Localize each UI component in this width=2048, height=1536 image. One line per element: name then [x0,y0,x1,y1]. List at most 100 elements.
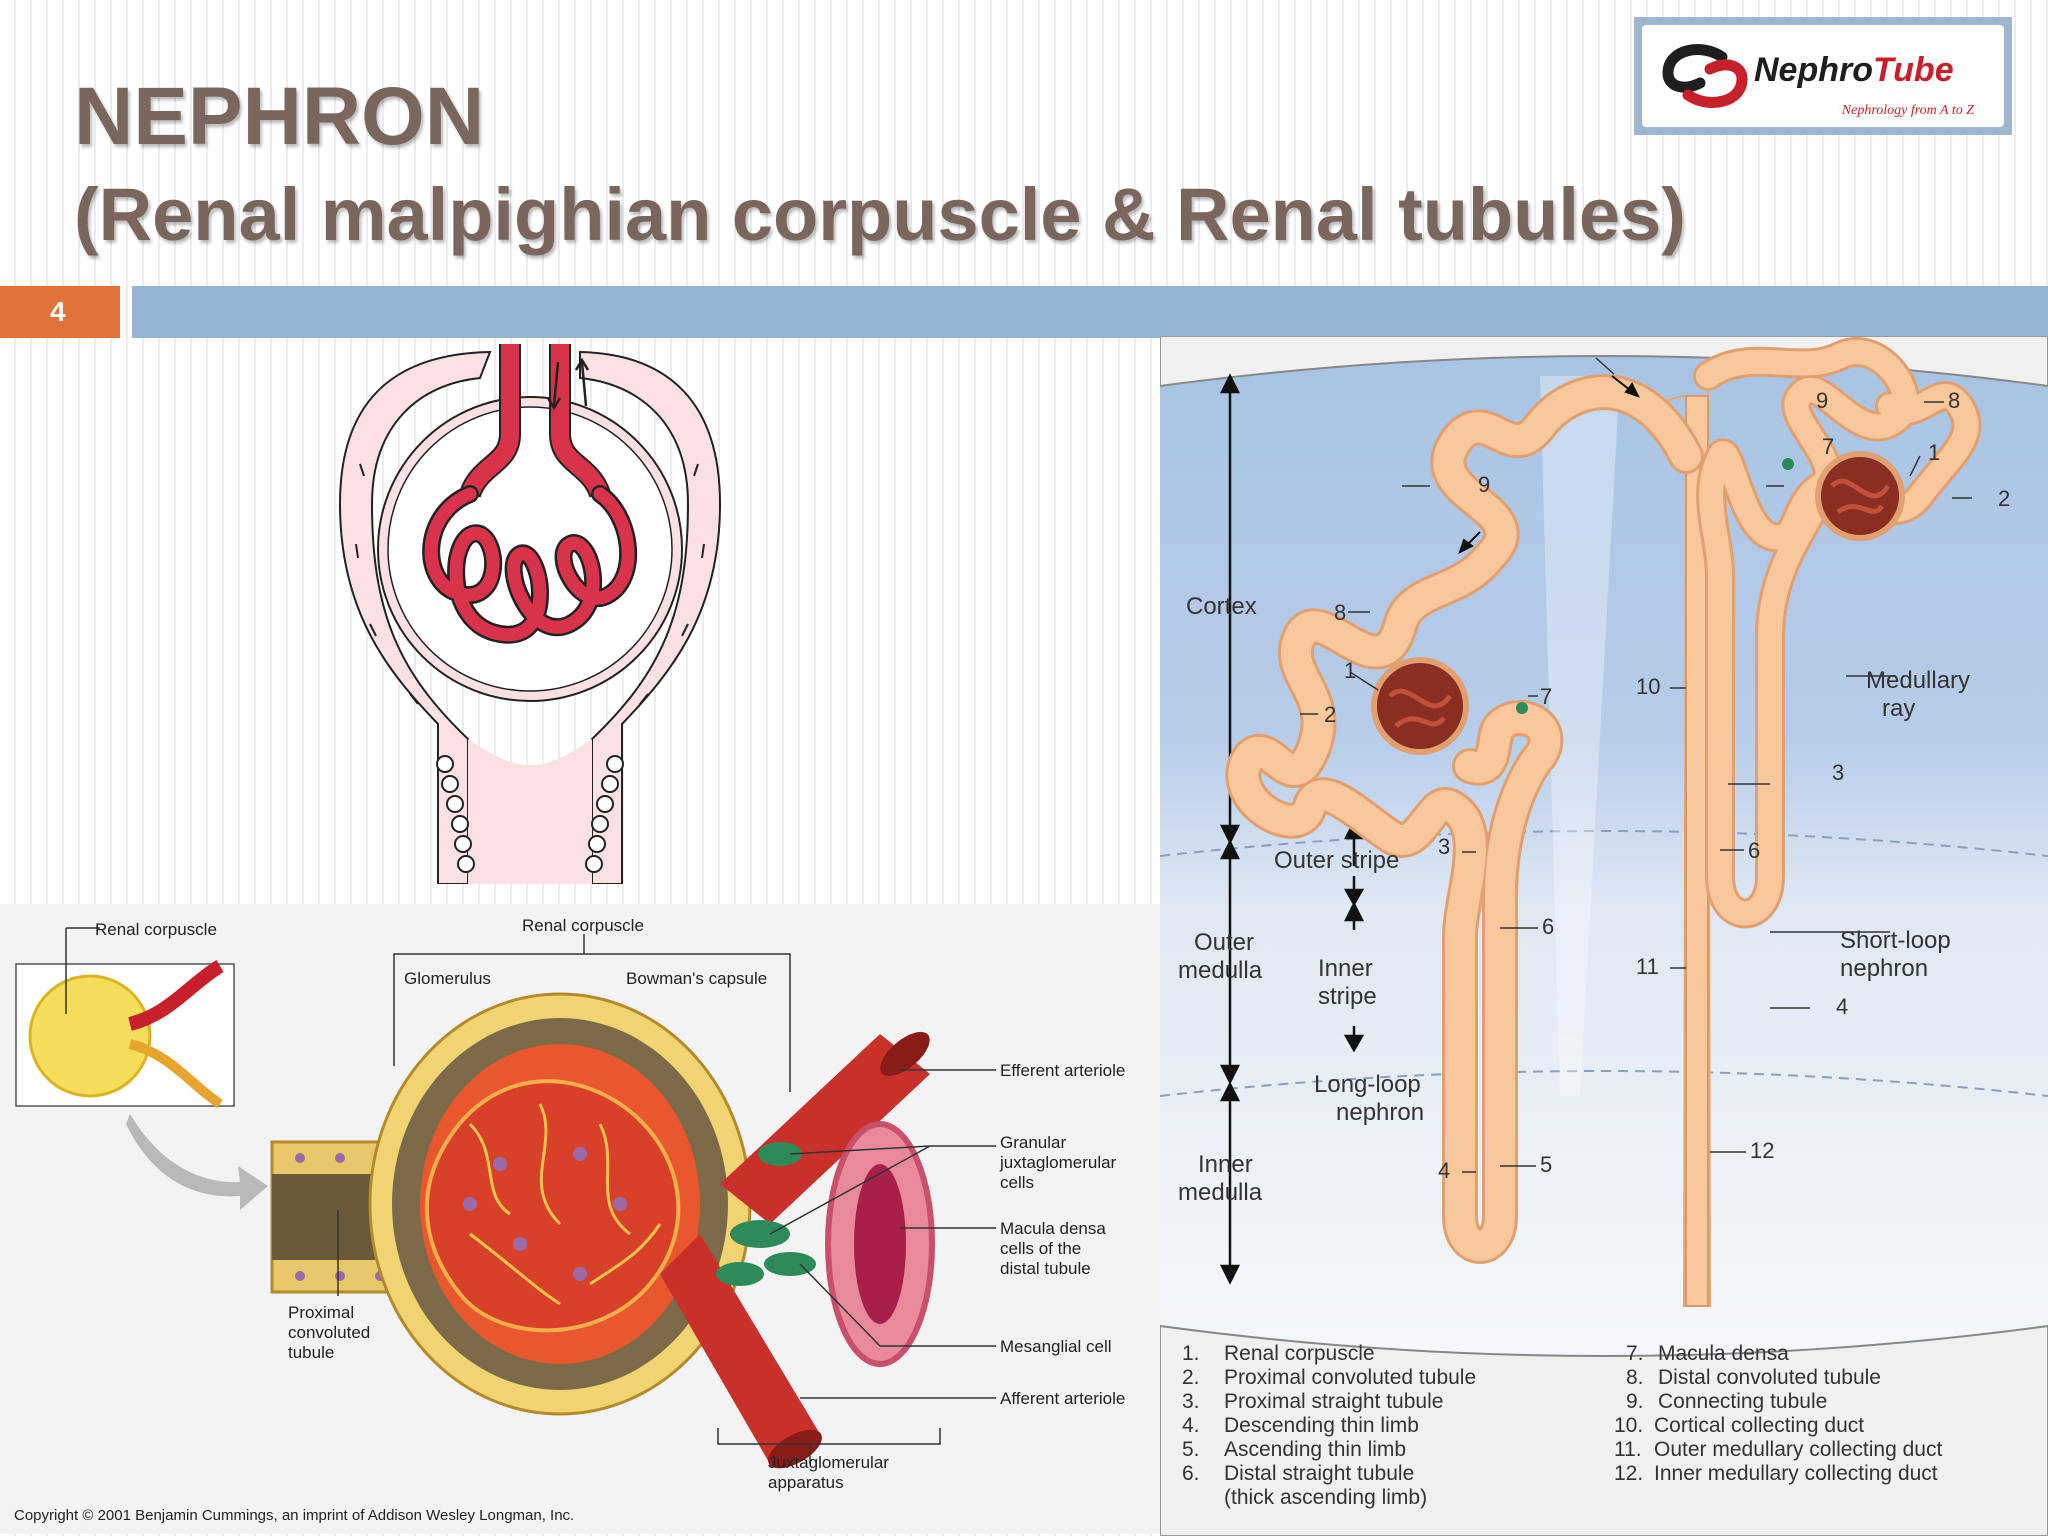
legend-num-10: 10. [1614,1414,1643,1437]
zone-boundary-medulla [1160,1070,2048,1097]
label-macula-3: distal tubule [1000,1259,1091,1278]
long-loop-nephron [1225,374,1704,1264]
flow-arrows-icon [546,357,590,411]
label-macula-2: cells of the [1000,1239,1081,1258]
bowmans-capsule-outline [338,350,492,884]
nephrotube-logo: NephroTube Nephrology from A to Z [1634,17,2012,135]
label-macula-1: Macula densa [1000,1219,1106,1238]
inset-corpuscle [28,974,152,1098]
legend-num-7: 7. [1626,1342,1644,1365]
zone-outer-medulla-1: Outer [1194,929,1254,956]
glomerular-tuft [420,1044,700,1364]
zone-cortex: Cortex [1186,593,1257,620]
num-7-long: 7 [1540,684,1552,709]
label-renal-corpuscle-inset: Renal corpuscle [95,920,217,939]
label-long-loop-2: nephron [1336,1099,1424,1126]
zone-inner-stripe-2: stripe [1318,983,1377,1010]
slide-number: 4 [0,286,120,338]
label-granular-1: Granular [1000,1133,1066,1152]
renal-corpuscle-illustration: Renal corpuscle Renal corpuscle Glomerul… [0,904,1160,1534]
label-renal-corpuscle: Renal corpuscle [522,916,644,935]
label-mesangial: Mesanglial cell [1000,1337,1112,1356]
label-medullary-ray-2: ray [1882,695,1915,722]
short-loop-nephron [1693,337,1982,929]
num-10: 10 [1636,674,1660,699]
nephron-diagram: Cortex Outer stripe Outer medulla Inner … [1160,336,2048,1536]
kidney-zones [1160,356,2048,1356]
legend-text-12: Inner medullary collecting duct [1654,1462,1938,1485]
header-bar [132,286,2048,338]
num-3-long: 3 [1438,834,1450,859]
slide-subtitle: (Renal malpighian corpuscle & Renal tubu… [74,173,1686,256]
label-jga-2: apparatus [768,1473,844,1492]
label-proximal-1: Proximal [288,1303,354,1322]
legend-num-9: 9. [1626,1390,1644,1413]
label-bowmans-capsule: Bowman's capsule [626,969,767,988]
tubule-epithelium [436,755,624,873]
label-granular-2: juxtaglomerular [999,1153,1117,1172]
num-5-long: 5 [1540,1152,1552,1177]
legend-text-3: Proximal straight tubule [1224,1390,1443,1413]
short-loop-glomerulus [1815,451,1905,541]
zone-inner-stripe-1: Inner [1318,955,1373,982]
legend-num-5: 5. [1182,1438,1200,1461]
label-medullary-ray-1: Medullary [1866,667,1970,694]
num-1-long: 1 [1344,658,1356,683]
zone-inner-medulla-2: medulla [1178,1179,1263,1206]
label-glomerulus: Glomerulus [404,969,491,988]
zone-inner-medulla-1: Inner [1198,1151,1253,1178]
num-7-short: 7 [1822,434,1834,459]
legend-num-8: 8. [1626,1366,1644,1389]
label-efferent-arteriole: Efferent arteriole [1000,1061,1125,1080]
legend-text-2: Proximal convoluted tubule [1224,1366,1476,1389]
zone-outer-medulla-2: medulla [1178,957,1263,984]
num-9-short: 9 [1816,388,1828,413]
legend-num-1: 1. [1182,1342,1200,1365]
legend-text-1: Renal corpuscle [1224,1342,1375,1365]
num-12: 12 [1750,1138,1774,1163]
label-short-loop-2: nephron [1840,955,1928,982]
slide-title: NEPHRON [74,71,485,162]
label-proximal-3: tubule [288,1343,334,1362]
legend-num-11: 11. [1614,1438,1642,1461]
glomerulus-sketch [338,344,722,884]
num-4-short: 4 [1836,994,1848,1019]
legend-text-5: Ascending thin limb [1224,1438,1406,1461]
label-jga-1: Juxtaglomerular [768,1453,889,1472]
num-8-short: 8 [1948,388,1960,413]
label-long-loop-1: Long-loop [1314,1071,1421,1098]
logo-tagline: Nephrology from A to Z [1841,103,1974,118]
zone-outer-stripe: Outer stripe [1274,847,1399,874]
legend-text-11: Outer medullary collecting duct [1654,1438,1942,1461]
legend-text-9: Connecting tubule [1658,1390,1827,1413]
logo-wordmark: NephroTube [1754,51,1954,89]
num-3-short: 3 [1832,760,1844,785]
legend-text-6b: (thick ascending limb) [1224,1486,1427,1509]
num-2-long: 2 [1324,702,1336,727]
legend-text-8: Distal convoluted tubule [1658,1366,1881,1389]
zone-boundary-cortex [1160,830,2048,857]
afferent-arteriole [660,1234,820,1464]
num-11: 11 [1636,954,1659,979]
legend-num-12: 12. [1614,1462,1643,1485]
zoom-arrow-icon [126,1114,268,1210]
logo-swirl-icon [1662,44,1748,108]
legend-text-4: Descending thin limb [1224,1414,1419,1437]
num-4-long: 4 [1438,1158,1450,1183]
label-afferent-arteriole: Afferent arteriole [1000,1389,1125,1408]
label-granular-3: cells [1000,1173,1034,1192]
legend-num-2: 2. [1182,1366,1200,1389]
copyright-note: Copyright © 2001 Benjamin Cummings, an i… [14,1507,574,1524]
legend: 1. Renal corpuscle 2. Proximal convolute… [1182,1342,1942,1509]
num-1-short: 1 [1928,440,1940,465]
num-6-long: 6 [1542,914,1554,939]
legend-text-7: Macula densa [1658,1342,1789,1365]
legend-num-3: 3. [1182,1390,1200,1413]
num-6-short: 6 [1748,838,1760,863]
num-8-long: 8 [1334,600,1346,625]
efferent-arteriole [720,1034,930,1224]
long-loop-glomerulus [1371,657,1469,755]
legend-num-6: 6. [1182,1462,1200,1485]
legend-text-10: Cortical collecting duct [1654,1414,1864,1437]
granular-cells [716,1142,816,1286]
